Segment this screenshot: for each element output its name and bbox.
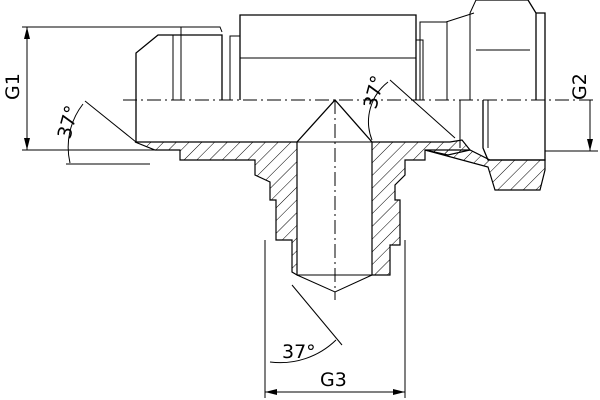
g2-label: G2 — [569, 73, 591, 100]
angle-center: 37° — [360, 73, 456, 141]
dimension-g3: G3 — [264, 240, 406, 398]
angle-left-label: 37° — [54, 103, 84, 141]
branch-bore — [296, 99, 373, 293]
g1-label: G1 — [2, 73, 24, 100]
left-male-end — [135, 26, 231, 142]
g3-label: G3 — [320, 369, 347, 391]
dimension-g2: G2 — [545, 73, 598, 152]
angle-center-label: 37° — [360, 73, 390, 111]
section-hatching — [134, 139, 546, 277]
angle-bottom: 37° — [269, 284, 343, 364]
dimension-g1: G1 — [2, 26, 176, 151]
swivel-nut — [416, 0, 546, 161]
hex-body — [229, 14, 417, 100]
angle-bottom-label: 37° — [282, 341, 316, 363]
